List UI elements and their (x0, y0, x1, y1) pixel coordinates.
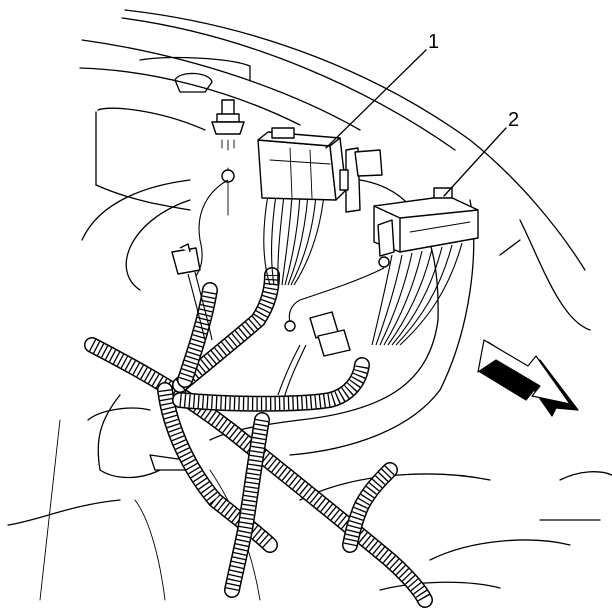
pigtail-connector-left (171, 243, 213, 341)
wire-bundle-connector-2 (371, 242, 463, 346)
connector-2 (373, 187, 479, 268)
body-panel-outline (7, 9, 612, 601)
ground-stud (211, 99, 245, 216)
vehicle-front-arrow-icon (477, 339, 579, 417)
wire-bundle-connector-1 (263, 194, 325, 286)
main-wiring-harness (84, 267, 433, 608)
connector-1 (257, 127, 383, 213)
pigtail-connector-center (277, 311, 351, 399)
callout-label-2: 2 (508, 109, 519, 131)
callout-2: 2 (443, 109, 519, 197)
ring-terminal-wire (195, 179, 385, 332)
callout-label-1: 1 (428, 31, 439, 53)
callout-1: 1 (325, 31, 439, 149)
